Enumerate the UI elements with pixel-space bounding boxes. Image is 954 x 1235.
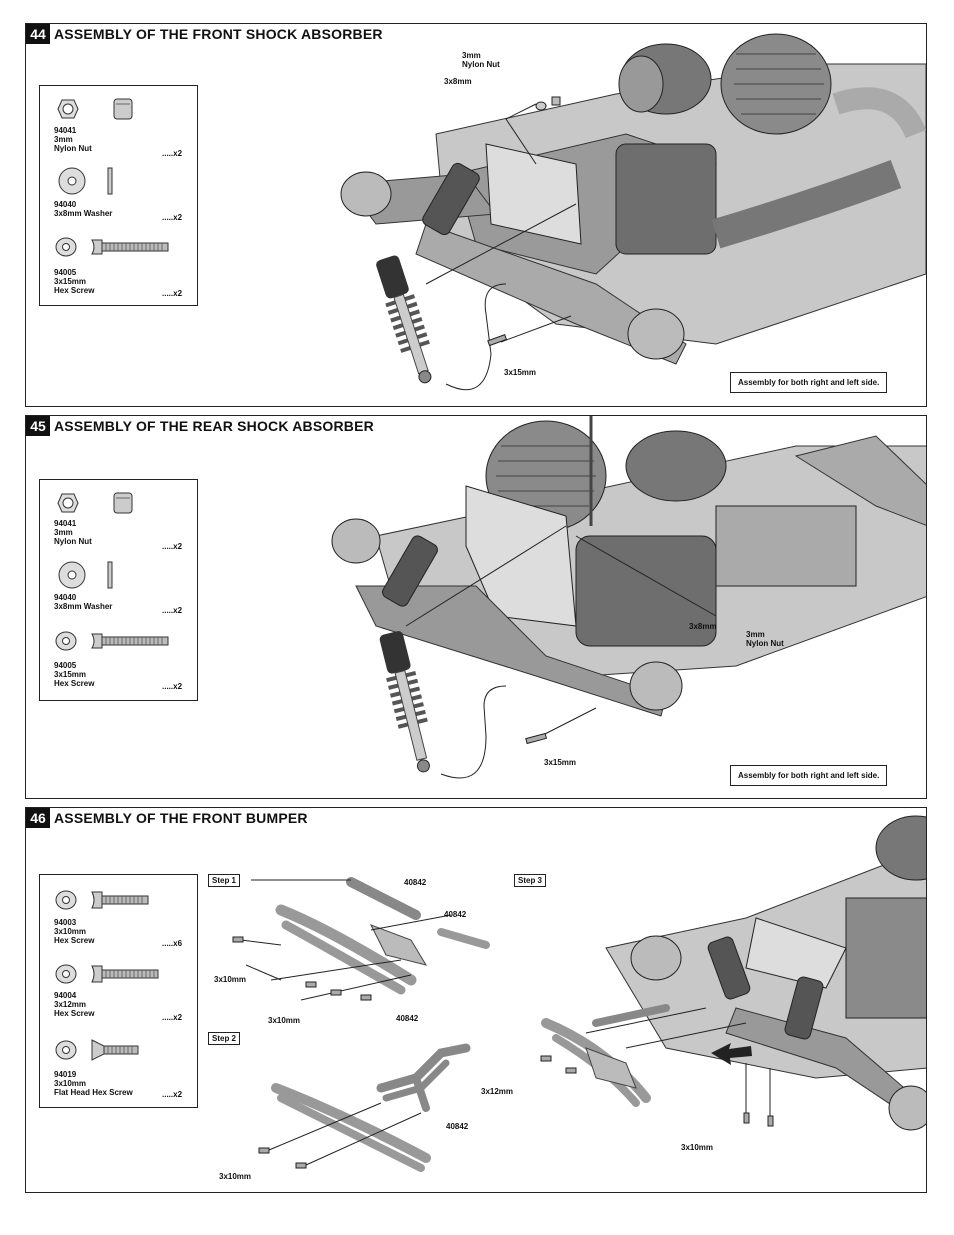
part-name: Hex Screw [54,679,95,688]
part-item-hex-screw: 94005 3x15mm Hex Screw .....x2 [40,624,197,694]
part-code: 94003 [54,918,77,927]
screw-label: 3x15mm [504,368,537,377]
part-code: 94004 [54,991,77,1000]
part-name: 3x10mm [54,1079,87,1088]
part-name: Nylon Nut [54,537,92,546]
part-quantity: .....x2 [162,606,183,615]
part-item-washer: 94040 3x8mm Washer .....x2 [40,554,197,624]
part-code: 94005 [54,268,77,277]
part-item-hex-screw: 94005 3x15mm Hex Screw .....x2 [40,230,197,300]
nut-label: 3mm [462,51,481,60]
part-item-hex-screw-3x10: 94003 3x10mm Hex Screw .....x6 [40,875,197,948]
parts-list: 94041 3mm Nylon Nut .....x2 94040 3x8mm … [39,85,198,306]
washer-icon [58,561,113,589]
step-3-diagram [540,815,926,1131]
part-quantity: .....x2 [162,1013,183,1022]
part-name: 3x15mm [54,277,87,286]
step-1-diagram [232,877,490,1001]
step-3-label: Step 3 [514,874,547,887]
nylon-nut-icon [57,492,133,514]
part-item-hex-screw-3x12: 94004 3x12mm Hex Screw .....x2 [40,955,197,1025]
part-item-washer: 94040 3x8mm Washer .....x2 [40,160,197,230]
part-quantity: .....x2 [162,542,183,551]
part-number-label: 40842 [404,878,427,887]
step-2-label: Step 2 [208,1032,241,1045]
part-quantity: .....x2 [162,149,183,158]
step-number: 44 [26,24,50,44]
step-44-section: 44 ASSEMBLY OF THE FRONT SHOCK ABSORBER … [25,23,927,407]
part-item-nylon-nut: 94041 3mm Nylon Nut .....x2 [40,86,197,158]
assembly-note: Assembly for both right and left side. [730,765,888,786]
hex-screw-icon [55,237,169,257]
part-code: 94041 [54,126,77,135]
flat-head-screw-icon [55,1039,139,1061]
part-number-label: 40842 [444,910,467,919]
screw-label: 3x10mm [268,1016,301,1025]
part-name: Hex Screw [54,1009,95,1018]
part-quantity: .....x2 [162,213,183,222]
nut-label: Nylon Nut [462,60,500,69]
part-name: 3mm [54,135,73,144]
part-code: 94041 [54,519,77,528]
step-number: 45 [26,416,50,436]
screw-label: 3x15mm [544,758,577,767]
nylon-nut-icon [57,98,133,120]
part-quantity: .....x6 [162,939,183,948]
hex-screw-icon [55,631,169,651]
part-code: 94005 [54,661,77,670]
screw-label: 3x10mm [214,975,247,984]
part-quantity: .....x2 [162,289,183,298]
part-number-label: 40842 [396,1014,419,1023]
screw-label: 3x10mm [219,1172,252,1181]
step-number: 46 [26,808,50,828]
part-name: Hex Screw [54,936,95,945]
screw-label: 3x12mm [481,1087,514,1096]
part-name: 3x15mm [54,670,87,679]
part-item-flat-head-screw: 94019 3x10mm Flat Head Hex Screw .....x2 [40,1033,197,1103]
part-quantity: .....x2 [162,1090,183,1099]
washer-label: 3x8mm [689,622,717,631]
screw-label: 3x10mm [681,1143,714,1152]
part-number-label: 40842 [446,1122,469,1131]
section-title: ASSEMBLY OF THE FRONT SHOCK ABSORBER [54,26,383,42]
step-45-section: 45 ASSEMBLY OF THE REAR SHOCK ABSORBER 9… [25,415,927,799]
section-title: ASSEMBLY OF THE FRONT BUMPER [54,810,308,826]
part-name: 3x8mm Washer [54,209,113,218]
step-46-section: 46 ASSEMBLY OF THE FRONT BUMPER 94003 3x… [25,807,927,1193]
parts-list: 94041 3mm Nylon Nut .....x2 94040 3x8mm … [39,479,198,701]
hex-screw-icon [55,964,159,984]
step-1-label: Step 1 [208,874,241,887]
nut-label: Nylon Nut [746,639,784,648]
hex-screw-icon [55,890,149,910]
part-code: 94019 [54,1070,77,1079]
section-title: ASSEMBLY OF THE REAR SHOCK ABSORBER [54,418,374,434]
part-code: 94040 [54,593,77,602]
parts-list: 94003 3x10mm Hex Screw .....x6 94004 3x1… [39,874,198,1108]
part-item-nylon-nut: 94041 3mm Nylon Nut .....x2 [40,480,197,551]
part-name: Flat Head Hex Screw [54,1088,133,1097]
part-name: 3mm [54,528,73,537]
part-name: 3x8mm Washer [54,602,113,611]
rear-shock-diagram [331,416,926,779]
part-name: Hex Screw [54,286,95,295]
front-shock-diagram [340,33,926,391]
part-code: 94040 [54,200,77,209]
part-quantity: .....x2 [162,682,183,691]
part-name: 3x10mm [54,927,87,936]
part-name: 3x12mm [54,1000,87,1009]
washer-label: 3x8mm [444,77,472,86]
part-name: Nylon Nut [54,144,92,153]
assembly-note: Assembly for both right and left side. [730,372,888,393]
nut-label: 3mm [746,630,765,639]
washer-icon [58,167,113,195]
step-2-diagram [258,1043,471,1172]
